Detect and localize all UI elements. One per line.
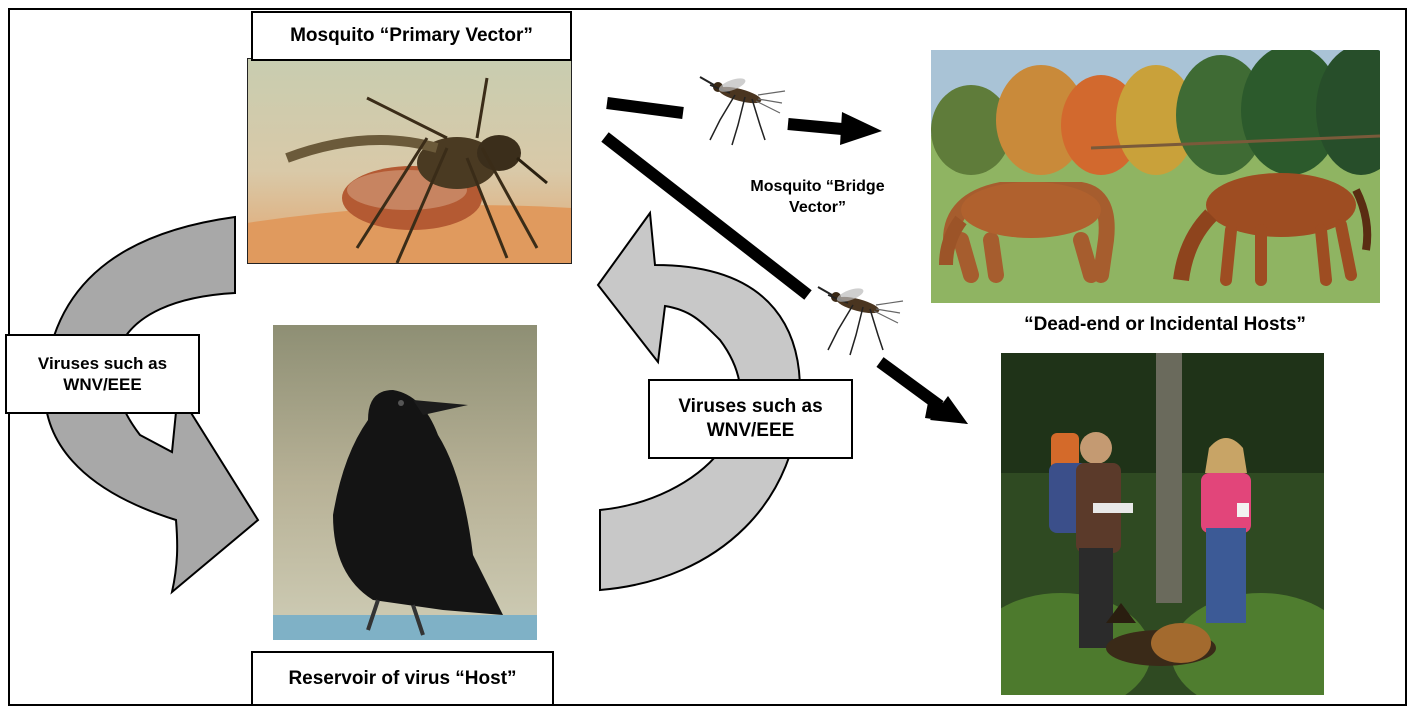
crow-photo bbox=[273, 325, 537, 640]
bridge-vector-line2: Vector” bbox=[789, 198, 846, 216]
flying-mosquito-icon bbox=[817, 286, 904, 356]
dead-end-hosts-text: “Dead-end or Incidental Hosts” bbox=[1024, 314, 1306, 335]
reservoir-host-label: Reservoir of virus “Host” bbox=[251, 651, 554, 706]
viruses-center-label: Viruses such as WNV/EEE bbox=[648, 379, 853, 459]
bridge-vector-label: Mosquito “Bridge Vector” bbox=[720, 177, 915, 219]
viruses-left-line1: Viruses such as bbox=[37, 353, 168, 373]
reservoir-host-text: Reservoir of virus “Host” bbox=[288, 667, 517, 689]
viruses-center-line1: Viruses such as bbox=[678, 396, 823, 418]
mosquito-biting-photo bbox=[247, 58, 572, 264]
horses-photo bbox=[931, 50, 1380, 303]
dead-end-hosts-label: “Dead-end or Incidental Hosts” bbox=[930, 313, 1400, 338]
flying-mosquito-icon bbox=[699, 76, 786, 146]
viruses-center-line2: WNV/EEE bbox=[706, 420, 795, 441]
primary-vector-text: Mosquito “Primary Vector” bbox=[290, 25, 533, 47]
hikers-and-dog-photo bbox=[1001, 353, 1324, 695]
bridge-vector-line1: Mosquito “Bridge bbox=[750, 178, 885, 195]
primary-vector-label: Mosquito “Primary Vector” bbox=[251, 11, 572, 61]
viruses-left-label: Viruses such as WNV/EEE bbox=[5, 334, 200, 414]
arrow-to-horses bbox=[606, 97, 882, 145]
viruses-left-line2: WNV/EEE bbox=[63, 375, 142, 394]
arrow-to-hikers bbox=[601, 132, 968, 424]
